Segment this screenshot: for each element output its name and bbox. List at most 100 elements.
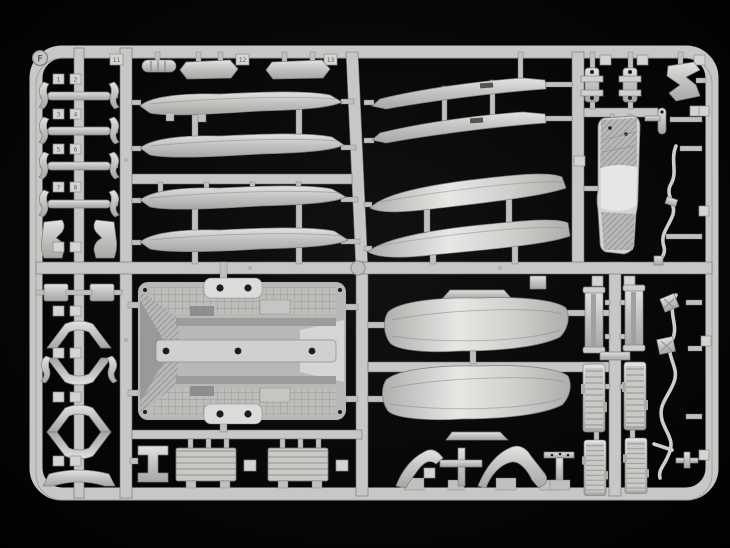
part-number-tag <box>698 449 710 461</box>
frame-rail-part <box>581 439 609 497</box>
part-number-tag: 11 <box>109 53 124 66</box>
runner-junction-boss <box>350 260 366 276</box>
svg-text:7: 7 <box>57 184 61 192</box>
radiator-grille-part <box>175 447 237 489</box>
sill-blade-part <box>371 77 547 110</box>
part-number-tag <box>52 241 65 253</box>
part-number-tag <box>69 241 82 253</box>
t-bracket-part <box>675 451 699 469</box>
part-number-tag <box>623 275 636 287</box>
left-column-parts: 1 2 3 4 5 6 7 8 <box>35 73 123 487</box>
part-number-tag <box>335 459 349 472</box>
exhaust-line-part <box>652 293 680 480</box>
cross-connector-part <box>439 447 483 487</box>
svg-text:12: 12 <box>239 56 247 64</box>
corner-bracket-part <box>666 61 701 102</box>
sill-plate-part <box>265 59 331 80</box>
part-number-tag: 12 <box>235 53 250 66</box>
sill-blade-part <box>371 111 547 144</box>
part-number-tag: 2 <box>69 73 82 85</box>
frame-rail-part <box>621 361 649 431</box>
part-number-tag: 6 <box>69 143 82 155</box>
runner-horizontal-middle <box>35 261 713 275</box>
pipe-bracket-part <box>644 107 667 135</box>
part-number-tag <box>591 275 604 287</box>
part-number-tag <box>69 305 82 317</box>
part-number-tag: 13 <box>323 53 338 66</box>
suspension-assembly-part <box>580 67 604 103</box>
svg-text:11: 11 <box>113 56 121 64</box>
cylinder-part <box>141 59 177 73</box>
mount-block-part <box>89 283 115 302</box>
part-number-tag <box>698 205 710 217</box>
top-left-cell: 11 12 13 <box>109 51 361 265</box>
part-number-tag <box>243 459 257 472</box>
svg-text:4: 4 <box>74 111 78 119</box>
frame-rail-part <box>622 437 650 495</box>
control-arm-part <box>42 469 116 487</box>
svg-text:8: 8 <box>74 184 78 192</box>
axle-bar-part <box>47 199 111 209</box>
bottom-middle-cell <box>367 275 610 491</box>
runner-horizontal-grille <box>131 429 363 440</box>
svg-text:3: 3 <box>57 111 61 119</box>
frame-rail-part <box>580 363 608 433</box>
strut-brace-part <box>477 445 547 489</box>
part-number-tag: 1 <box>52 73 65 85</box>
sprue-letter: F <box>37 55 42 65</box>
small-block-part <box>529 275 547 290</box>
axle-bar-part <box>47 91 111 101</box>
runner-vertical-bottom-middle <box>355 261 369 497</box>
antenna-part <box>543 451 575 491</box>
frame-rail-part <box>582 286 606 354</box>
part-number-tag: 3 <box>52 108 65 120</box>
part-number-tag <box>69 347 82 359</box>
mount-block-part <box>43 283 69 302</box>
part-number-tag: 5 <box>52 143 65 155</box>
part-number-tag <box>636 54 649 66</box>
runner-horizontal-skirt <box>131 173 353 185</box>
underbody-panel-part <box>382 365 571 421</box>
part-number-tag: 4 <box>69 108 82 120</box>
sprue-letter-badge: F <box>31 49 49 67</box>
part-number-tag <box>698 105 710 117</box>
part-number-tag: 8 <box>69 181 82 193</box>
part-number-tag <box>599 54 612 66</box>
chassis-floor-pan-part <box>127 261 359 433</box>
interior-side-panel-part <box>596 115 641 255</box>
side-panel-part <box>367 219 571 258</box>
panel-tab <box>445 431 509 441</box>
ribbed-connector-part <box>599 351 631 361</box>
part-number-tag <box>52 391 65 403</box>
top-right-cell <box>573 51 707 266</box>
anti-roll-bar-part <box>653 144 679 266</box>
radiator-grille-part <box>267 447 329 489</box>
part-number-tag <box>700 335 712 347</box>
axle-bar-part <box>47 126 111 136</box>
svg-text:1: 1 <box>57 76 61 84</box>
part-number-tag <box>52 455 65 467</box>
svg-text:6: 6 <box>74 146 78 154</box>
bracket-part <box>93 219 118 259</box>
bottom-left-small-parts <box>129 438 349 489</box>
svg-text:5: 5 <box>57 146 61 154</box>
sill-plate-part <box>179 59 239 80</box>
top-middle-cell <box>363 51 573 265</box>
part-number-tag <box>69 391 82 403</box>
strut-brace-part <box>395 449 444 489</box>
part-number-tag <box>52 305 65 317</box>
part-number-tag <box>693 54 706 66</box>
runner-vertical-bottom-right <box>608 261 622 497</box>
part-number-tag <box>52 347 65 359</box>
part-number-tag <box>69 455 82 467</box>
svg-text:13: 13 <box>327 56 335 64</box>
frame-rail-part <box>622 284 646 352</box>
part-number-tag: 7 <box>52 181 65 193</box>
axle-bar-part <box>47 161 111 171</box>
underbody-panel-part <box>384 297 569 353</box>
i-beam-part <box>137 445 169 483</box>
part-number-tag <box>573 155 586 167</box>
part-number-tag <box>423 467 436 479</box>
